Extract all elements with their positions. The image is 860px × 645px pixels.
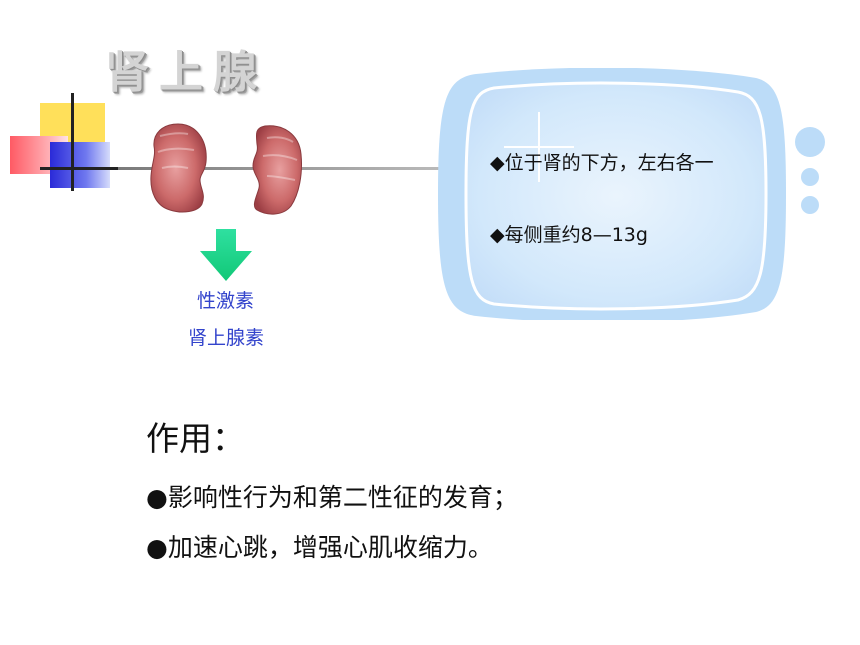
arrow-down-icon — [200, 229, 252, 281]
decor-vertical-line — [71, 93, 74, 191]
decor-horizontal-line — [40, 167, 118, 170]
function-item: ●加速心跳，增强心肌收缩力。 — [146, 533, 493, 562]
hormone-label-adrenaline: 肾上腺素 — [188, 327, 265, 349]
slide-title: 肾上腺 — [105, 47, 267, 98]
decor-dot-large — [795, 127, 825, 157]
info-card-background — [438, 68, 786, 320]
left-kidney-image — [150, 123, 207, 213]
hormone-label-sex-hormone: 性激素 — [197, 290, 255, 312]
info-card-line-location: ◆位于肾的下方，左右各一 — [490, 152, 714, 174]
decor-blue-square — [50, 142, 110, 188]
right-kidney-image — [252, 125, 302, 215]
decor-dot-small — [801, 168, 819, 186]
decor-dot-small — [801, 196, 819, 214]
function-heading: 作用： — [146, 419, 245, 458]
function-item: ●影响性行为和第二性征的发育； — [146, 483, 518, 512]
info-card-line-weight: ◆每侧重约8—13g — [490, 224, 648, 246]
